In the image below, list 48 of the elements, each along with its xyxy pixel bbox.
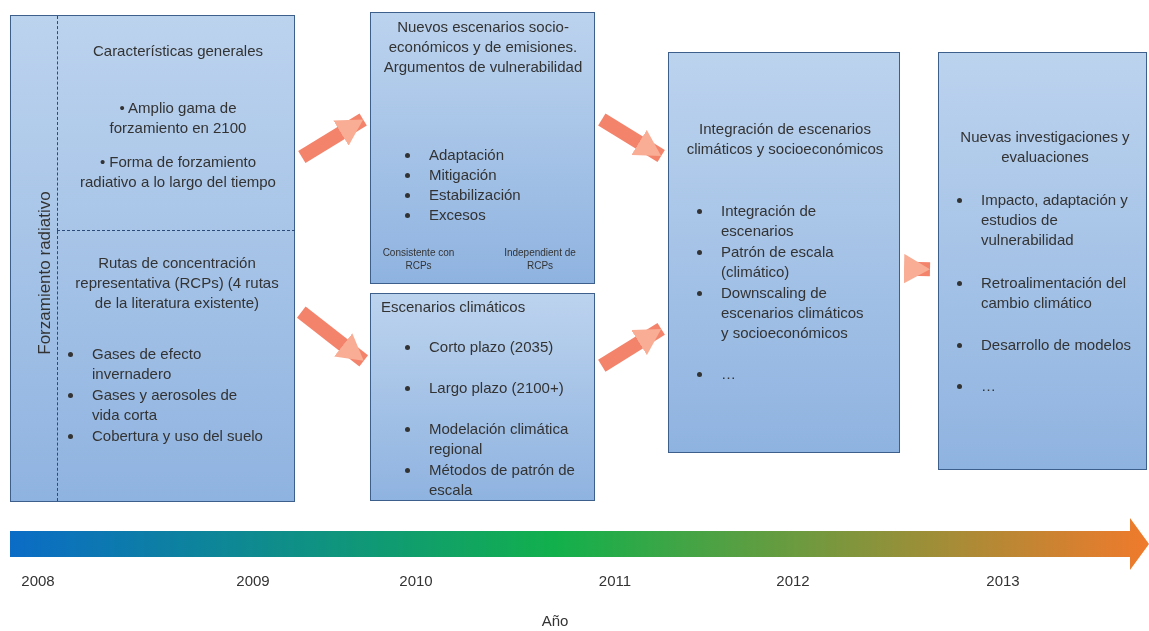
box-heading: Nuevas investigaciones y evaluaciones [959, 127, 1131, 167]
bullet-item: Mitigación [429, 166, 497, 183]
vertical-heading: Forzamiento radiativo [34, 191, 55, 355]
block-arrow [598, 113, 665, 163]
box-heading: Rutas de concentración representativa (RCPs) (4 rutas de la literatura existente) [74, 253, 280, 313]
process-box [370, 293, 595, 501]
box-section [57, 16, 295, 231]
bullet-item: Gases y aerosoles de vida corta [92, 386, 238, 423]
box-heading: Nuevos escenarios socio-económicos y de emisiones. Argumentos de vulnerabilidad [382, 17, 584, 77]
block-arrow [297, 306, 368, 367]
box-heading: Integración de escenarios climáticos y socioeconómicos [685, 119, 885, 159]
box-text: • Forma de forzamiento radiativo a lo largo del tiempo [79, 152, 277, 192]
year-label: 2010 [399, 572, 433, 589]
block-arrow [298, 113, 367, 163]
bullet-item: … [981, 377, 996, 394]
bullet-item: Adaptación [429, 146, 505, 163]
year-label: 2008 [21, 572, 55, 589]
bullet-item: Modelación climática regional [429, 420, 569, 457]
process-box [938, 52, 1147, 470]
block-arrow [903, 253, 931, 284]
year-label: 2013 [986, 572, 1020, 589]
bullet-item: Retroalimentación del cambio climático [981, 274, 1127, 311]
bullet-item: Integración de escenarios [721, 202, 817, 239]
bullet-item: Métodos de patrón de escala [429, 461, 575, 498]
block-arrow [598, 322, 665, 372]
bullet-item: Cobertura y uso del suelo [92, 427, 263, 444]
bullet-item: Excesos [429, 206, 486, 223]
bullet-item: Largo plazo (2100+) [429, 379, 564, 396]
axis-title: Año [541, 612, 569, 629]
box-heading: Características generales [91, 41, 265, 61]
bullet-item: Gases de efecto invernadero [92, 345, 202, 382]
year-label: 2011 [598, 572, 632, 589]
year-label: 2012 [776, 572, 810, 589]
box-heading: Escenarios climáticos [381, 297, 527, 317]
year-label: 2009 [236, 572, 270, 589]
bullet-item: Impacto, adaptación y estudios de vulnerabilidad [981, 191, 1128, 248]
process-box [10, 15, 295, 502]
process-box [370, 12, 595, 284]
bullet-item: Corto plazo (2035) [429, 338, 554, 355]
bullet-item: Patrón de escala (climático) [721, 243, 834, 280]
note-text: Consistente con RCPs [381, 246, 456, 272]
box-text: • Amplio gama de forzamiento en 2100 [108, 98, 248, 138]
bullet-item: Downscaling de escenarios climáticos y socioeconómicos [721, 284, 864, 341]
bullet-item: Estabilización [429, 186, 521, 203]
bullet-item: … [721, 365, 736, 382]
note-text: Independient de RCPs [503, 246, 577, 272]
bullet-item: Desarrollo de modelos [981, 336, 1132, 353]
process-box [668, 52, 900, 453]
